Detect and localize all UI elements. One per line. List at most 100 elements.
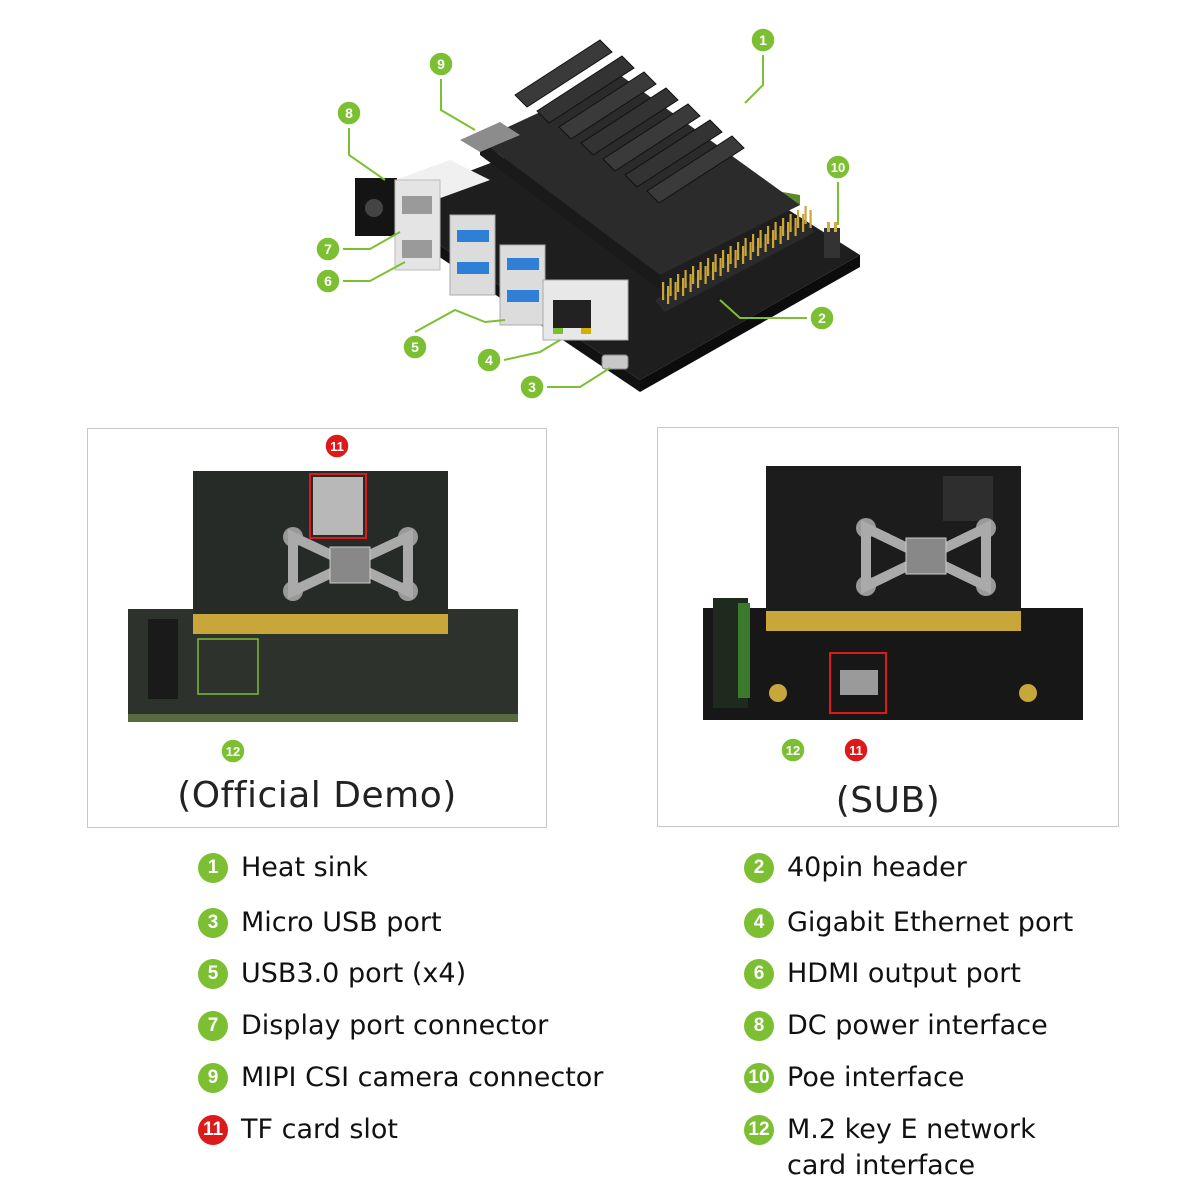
badge-number: 1 [759,32,767,48]
legend-label: Poe interface [787,1062,965,1093]
header-pin [752,234,755,252]
legend-badge: 1 [198,853,228,883]
legend-label: 40pin header [787,852,967,883]
official-demo-module-illustration: 11 12 [128,433,518,764]
header-pin [789,214,792,232]
sub-caption: (SUB) [835,780,941,821]
ethernet-port [542,279,629,341]
badge-number: 7 [324,241,332,257]
sub-badge-11: 11 [843,737,869,763]
header-pin [737,242,740,260]
header-pin [682,278,685,296]
hdmi-dp-block [394,160,490,271]
badge-number: 12 [786,743,800,758]
leader-line [719,299,807,319]
official-demo-badge-12: 12 [220,738,246,764]
header-pin [774,222,777,240]
badge-number: 8 [345,105,353,121]
header-pin [787,222,790,240]
legend-badge: 8 [744,1011,774,1041]
header-pin [779,226,782,244]
legend-label: Heat sink [241,852,368,883]
heat-sink-fin [558,71,657,140]
legend-item-11: 11 TF card slot [198,1112,398,1148]
leader-line [343,261,406,282]
legend-badge: 10 [744,1063,774,1093]
legend-label: Display port connector [241,1010,549,1041]
header-pin [684,270,687,288]
legend-label: HDMI output port [787,958,1021,989]
legend-item-10: 10 Poe interface [744,1060,964,1096]
official-demo-caption: (Official Demo) [177,775,457,816]
legend-label: Micro USB port [241,907,442,938]
header-pin [764,234,767,252]
header-pin [719,258,722,276]
legend-badge: 2 [744,853,774,883]
legend-item-9: 9 MIPI CSI camera connector [198,1060,603,1096]
legend-badge: 7 [198,1011,228,1041]
legend-item-8: 8 DC power interface [744,1008,1048,1044]
heat-sink-fin [646,135,745,204]
header-pin [662,282,665,300]
legend-label: MIPI CSI camera connector [241,1062,604,1093]
callout-badge-5: 5 [402,334,428,360]
header-pin [697,270,700,288]
usb3-ports [449,214,546,326]
badge-number: 11 [330,439,344,454]
legend-label: Gigabit Ethernet port [787,907,1074,938]
header-pin [742,246,745,264]
header-pin [707,258,710,276]
legend-label: M.2 key E network card interface [787,1114,1036,1182]
legend-label: DC power interface [787,1010,1048,1041]
header-pin [794,218,797,236]
header-pin [749,242,752,260]
dc-jack [355,178,397,236]
header-pin [797,210,800,228]
header-pin [734,250,737,268]
legend-item-12: 12 M.2 key E network card interface [744,1112,1036,1185]
header-pin [804,206,807,224]
leader-line [440,79,476,131]
sub-panel: 12 11 (SUB) [657,427,1119,827]
badge-number: 6 [324,273,332,289]
csi-connector [460,122,520,152]
micro-usb-port [601,354,629,370]
header-pin [727,254,730,272]
callout-badge-3: 3 [519,374,545,400]
legend-badge: 11 [198,1115,228,1145]
leader-line [343,231,401,250]
heat-sink [480,39,800,290]
header-pin [772,230,775,248]
header-pin [704,266,707,284]
header-pin [722,250,725,268]
header-pin [692,266,695,284]
pin-header [655,206,815,312]
header-pin [759,230,762,248]
legend-item-1: 1 Heat sink [198,850,368,886]
callout-badge-6: 6 [315,268,341,294]
leader-line [414,308,506,333]
heat-sink-fin [536,55,635,124]
leader-line [744,55,764,104]
header-pin [767,226,770,244]
badge-number: 5 [411,339,419,355]
header-pin [674,282,677,300]
leader-line [503,339,561,361]
header-pin [699,262,702,280]
callout-badge-2: 2 [809,305,835,331]
header-pin [729,246,732,264]
header-pin [714,254,717,272]
callout-badge-1: 1 [750,27,776,53]
legend-badge: 9 [198,1063,228,1093]
sub-module-illustration: 12 11 [703,466,1083,763]
legend-item-2: 2 40pin header [744,850,967,886]
legend-label: TF card slot [241,1114,399,1145]
callout-badge-9: 9 [428,51,454,77]
legend-badge: 12 [744,1115,774,1145]
leader-line [348,128,386,181]
